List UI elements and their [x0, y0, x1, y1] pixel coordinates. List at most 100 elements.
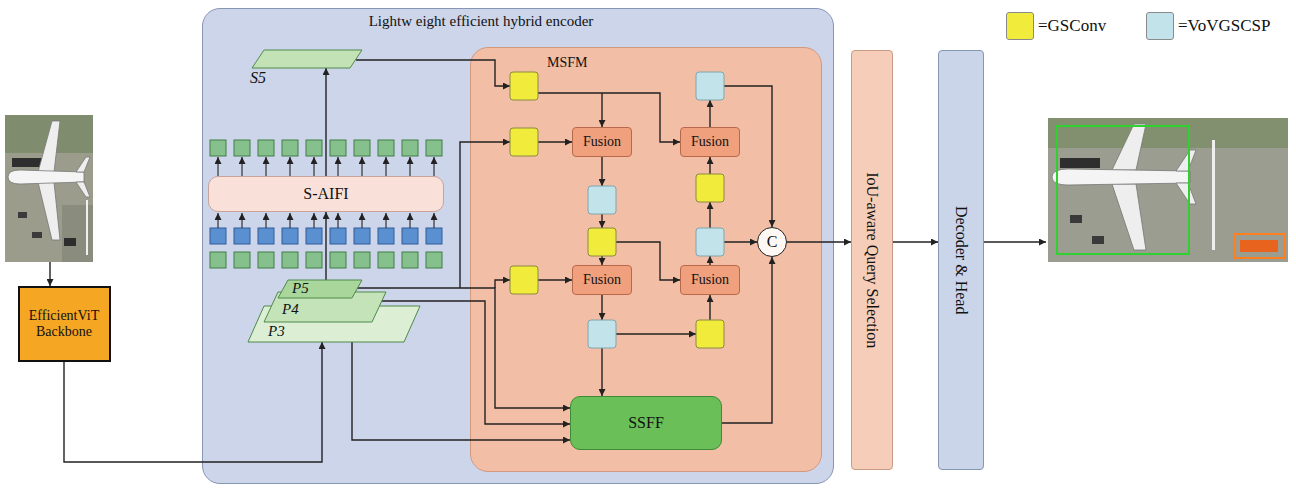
token — [402, 140, 418, 156]
node-label: EfficientViT Backbone — [24, 308, 105, 340]
slab-shape — [252, 50, 362, 68]
vehicle — [1240, 240, 1278, 252]
gsconv-block — [510, 266, 538, 294]
fusion-box: Fusion — [680, 265, 740, 295]
wire — [984, 241, 1046, 242]
token — [234, 252, 250, 268]
detection-box — [1234, 234, 1284, 258]
node-label: Lightw eight efficient hybrid encoder — [369, 13, 594, 30]
wire — [538, 93, 680, 142]
arrow — [313, 213, 314, 228]
wire — [601, 348, 602, 396]
vehicle — [32, 232, 42, 238]
arrow — [409, 213, 410, 228]
gsconv-block — [588, 228, 616, 256]
node-label: Fusion — [583, 272, 621, 288]
fusion-box: Fusion — [572, 265, 632, 295]
token — [282, 140, 298, 156]
embedding — [282, 228, 298, 244]
node-label: P5 — [292, 280, 309, 297]
connector — [325, 212, 326, 280]
token — [210, 252, 226, 268]
vovgscsp-blocks — [588, 72, 724, 348]
wire — [709, 202, 710, 228]
arrow — [337, 157, 338, 176]
wire — [601, 93, 602, 127]
airplane-tail — [76, 157, 90, 197]
slab-face — [278, 280, 362, 298]
embedding — [306, 228, 322, 244]
legend-swatch — [1146, 12, 1174, 40]
process-box: IoU-aware Query Selection — [851, 50, 893, 470]
jet-bridge — [12, 158, 42, 167]
token — [426, 140, 442, 156]
wire — [495, 280, 510, 288]
node-label: Fusion — [691, 134, 729, 150]
legend-item: =GSConv — [1006, 12, 1106, 40]
runway-mark — [86, 200, 88, 255]
vehicle — [1092, 236, 1104, 244]
connector — [356, 288, 570, 408]
arrow — [265, 157, 266, 176]
arrow — [289, 213, 290, 228]
arrow — [241, 157, 242, 176]
arrow — [385, 157, 386, 176]
token — [282, 252, 298, 268]
node-label: P3 — [268, 323, 285, 340]
connector — [787, 241, 851, 242]
output-image — [1048, 118, 1288, 262]
gsconv-blocks — [510, 72, 724, 348]
wire — [460, 142, 510, 288]
embedding — [426, 228, 442, 244]
vovgscsp-block — [696, 72, 724, 100]
gsconv-block — [696, 320, 724, 348]
arrow — [385, 213, 386, 228]
concat-circle: C — [757, 227, 787, 257]
token — [330, 252, 346, 268]
feature-map: S5 — [252, 50, 362, 68]
process-box: Decoder & Head — [938, 50, 984, 470]
arrow — [217, 213, 218, 228]
token — [378, 140, 394, 156]
gsconv-block — [510, 72, 538, 100]
image-ground — [5, 115, 93, 262]
arrow — [361, 157, 362, 176]
node-label: S5 — [250, 69, 266, 87]
connector — [722, 257, 772, 423]
wire — [709, 100, 710, 127]
embedding — [378, 228, 394, 244]
feature-map: P5 — [278, 280, 362, 298]
connector — [64, 342, 322, 462]
jet-bridge — [1060, 158, 1100, 168]
node-label: Decoder & Head — [952, 206, 970, 314]
wire — [49, 262, 50, 286]
legend-label: =VoVGSCSP — [1178, 16, 1270, 36]
node-label: IoU-aware Query Selection — [863, 172, 881, 348]
embedding — [402, 228, 418, 244]
arrow — [409, 157, 410, 176]
wire — [724, 241, 757, 242]
image-ground — [1048, 118, 1288, 262]
vehicle — [64, 238, 76, 246]
slab-face — [252, 50, 362, 68]
vovgscsp-block — [588, 320, 616, 348]
embedding — [210, 228, 226, 244]
arrow — [361, 213, 362, 228]
airplane-fuselage — [8, 170, 84, 184]
wire — [709, 157, 710, 174]
embedding — [258, 228, 274, 244]
wire — [709, 256, 710, 265]
token — [354, 140, 370, 156]
backbone-box: EfficientViT Backbone — [18, 286, 111, 362]
arrow — [241, 213, 242, 228]
legend-swatch — [1006, 12, 1034, 40]
wire — [601, 295, 602, 320]
token — [354, 252, 370, 268]
image-apron — [62, 205, 93, 262]
input-image — [5, 115, 93, 262]
embedding — [354, 228, 370, 244]
fusion-box: Fusion — [680, 127, 740, 157]
token — [330, 140, 346, 156]
connector — [893, 241, 938, 242]
node-label: MSFM — [547, 55, 587, 71]
